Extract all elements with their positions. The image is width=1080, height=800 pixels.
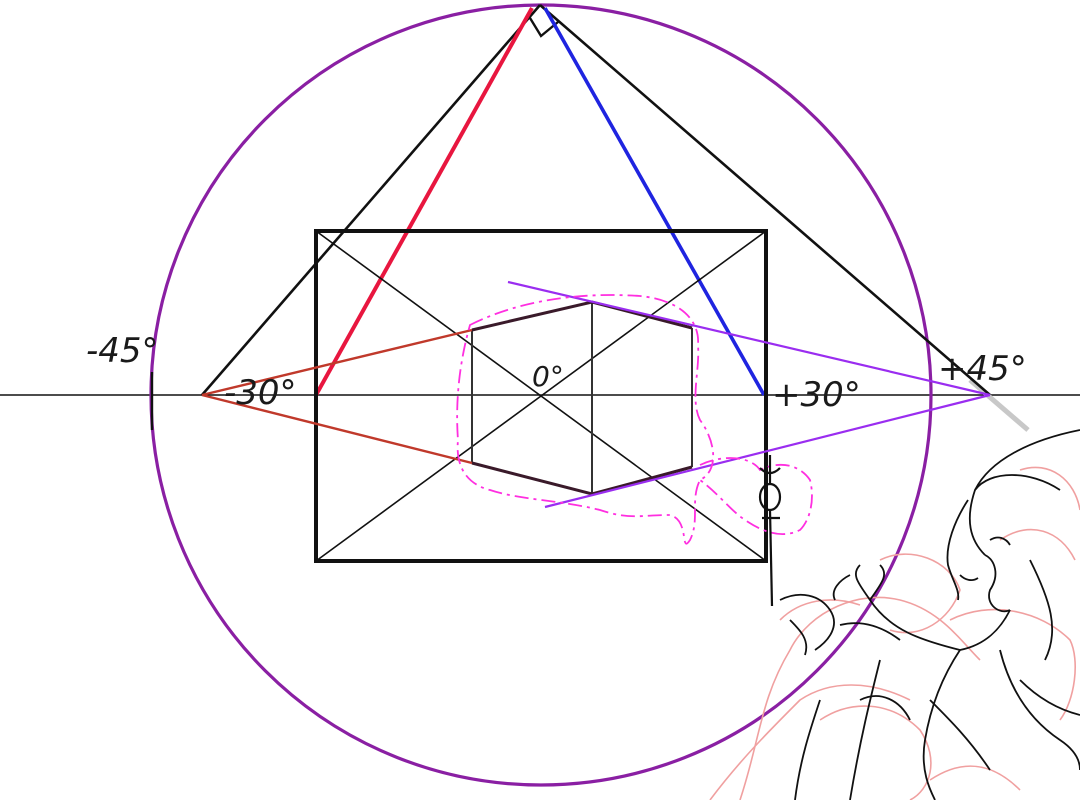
right-angle-mark xyxy=(528,17,559,38)
left-30-line xyxy=(314,7,534,396)
extension-line xyxy=(968,378,1030,432)
frame-diagonal-2 xyxy=(315,230,767,562)
left-45-line xyxy=(201,4,541,396)
character-underdrawing xyxy=(709,466,1080,800)
label-plus-45: +45° xyxy=(938,349,1027,389)
character-sketch xyxy=(779,429,1080,800)
picture-frame xyxy=(314,229,768,563)
left-vp-line-bottom xyxy=(201,393,473,465)
right-30-line xyxy=(543,7,766,396)
box-bottom-edges xyxy=(471,461,693,496)
label-zero: 0° xyxy=(532,360,564,393)
right-vp-line-bottom xyxy=(544,393,991,509)
right-vp-line-top xyxy=(507,280,991,397)
label-plus-30: +30° xyxy=(772,375,861,415)
right-45-line xyxy=(539,4,991,396)
box-top-edges xyxy=(471,300,693,332)
left-vp-line-top xyxy=(201,328,473,397)
viewer-mark xyxy=(758,455,782,607)
magenta-scribble xyxy=(456,294,813,545)
label-minus-30: -30° xyxy=(224,373,297,413)
label-minus-45: -45° xyxy=(86,331,159,371)
